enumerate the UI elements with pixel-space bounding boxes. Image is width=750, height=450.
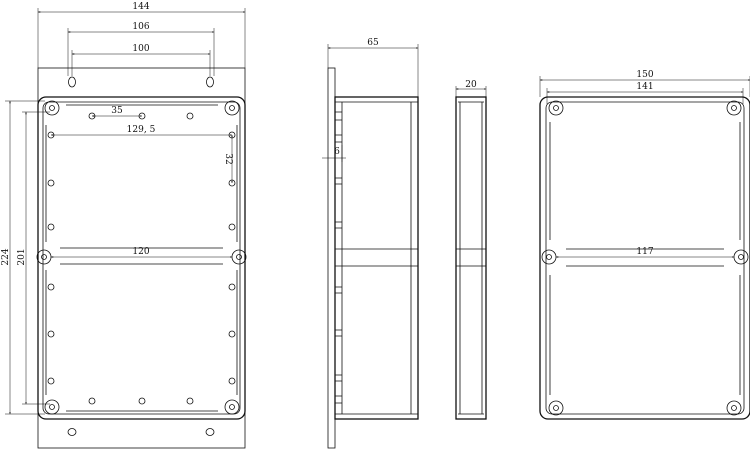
dim-141-label: 141 [636, 82, 653, 92]
dim-mount-pitch-outer: 106 [67, 22, 215, 76]
dim-screw-spacing: 35 [91, 106, 143, 117]
dim-120-label: 120 [132, 247, 149, 257]
dim-6-label: 6 [334, 147, 340, 157]
narrow-view: 20 [455, 80, 487, 420]
dim-150-label: 150 [636, 70, 653, 80]
dim-mid-width: 120 [50, 247, 233, 258]
back-mid-lines [549, 122, 741, 395]
enclosure-inner-outline [42, 101, 241, 415]
dim-224-label: 224 [1, 248, 11, 265]
dim-side-depth: 65 [327, 38, 419, 97]
dim-overall-width: 144 [37, 2, 246, 68]
side-plate [327, 67, 336, 449]
internal-holes [47, 112, 236, 405]
dim-overall-height: 224 [1, 100, 45, 415]
mounting-holes [67, 76, 215, 436]
side-body [334, 96, 419, 420]
gasket-line [45, 104, 238, 412]
dim-mount-pitch-inner: 100 [71, 44, 211, 76]
dim-back-overall-width: 150 [539, 70, 750, 97]
dim-internal-pitch: 129, 5 [50, 125, 233, 136]
back-inner-outline [545, 101, 745, 415]
back-view: 150 141 117 [539, 70, 750, 420]
dim-35-label: 35 [111, 106, 123, 116]
back-corner-bosses [541, 100, 749, 416]
enclosure-outline [37, 96, 246, 420]
corner-bosses [36, 100, 247, 415]
mid-divider-line [60, 247, 223, 265]
dim-body-height: 201 [17, 111, 50, 405]
dim-65-label: 65 [367, 38, 379, 48]
dim-106-label: 106 [132, 22, 149, 32]
dim-32-label: 32 [223, 153, 233, 164]
dim-side-rib: 6 [322, 145, 346, 162]
dim-back-inner-width: 141 [546, 82, 744, 104]
dim-narrow-width: 20 [455, 80, 487, 97]
narrow-inner-lines [456, 101, 486, 415]
dim-117-label: 117 [636, 247, 653, 257]
back-outline [539, 96, 750, 420]
dim-201-label: 201 [17, 248, 27, 265]
front-view: 144 106 100 35 129, 5 32 [1, 2, 247, 449]
narrow-outline [455, 96, 487, 420]
dim-129-5-label: 129, 5 [127, 125, 156, 135]
dim-20-label: 20 [465, 80, 477, 90]
dim-144-label: 144 [132, 2, 149, 12]
side-view: 65 6 [322, 38, 419, 449]
side-inner-lines [335, 101, 418, 415]
dim-internal-vertical: 32 [223, 134, 233, 184]
side-ribs [335, 111, 342, 404]
dim-100-label: 100 [132, 44, 149, 54]
dim-back-mid-width: 117 [555, 247, 735, 258]
